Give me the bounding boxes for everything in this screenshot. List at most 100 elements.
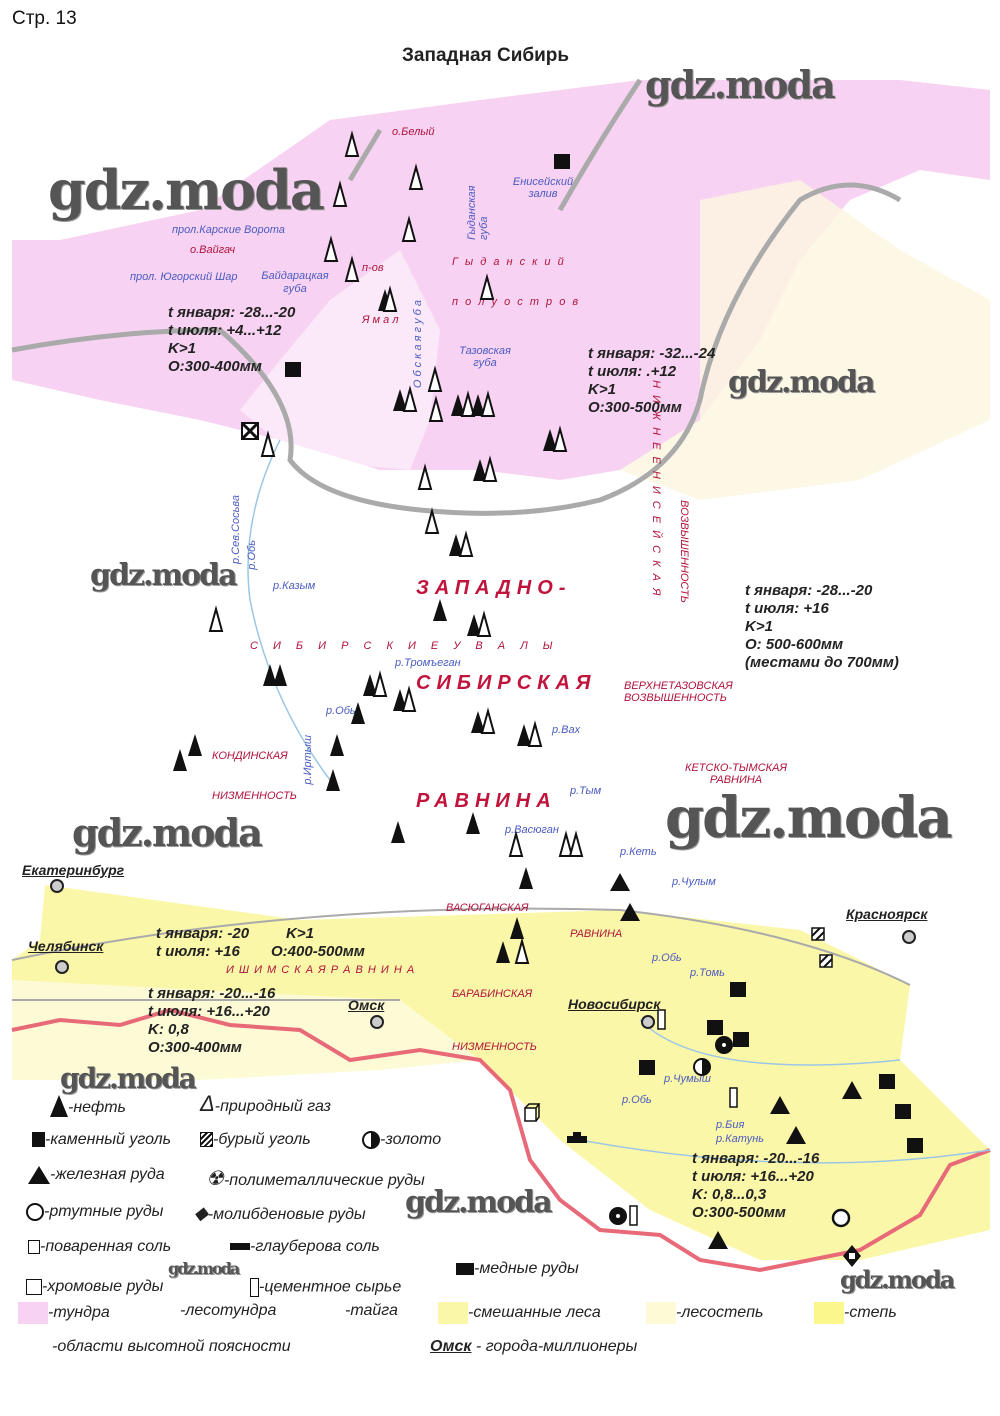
watermark: gdz.moda [72,810,263,855]
oil-icon [330,734,344,756]
gas-icon [568,830,584,857]
oil-icon [451,394,465,416]
label-biya: р.Бия [716,1119,745,1131]
label-beliy: о.Белый [392,126,435,138]
iron-ore-icon [786,1126,806,1144]
legend-taiga: -тайга [345,1302,398,1319]
watermark: gdz.moda [60,1062,197,1095]
zone-boundary [11,907,911,1001]
forest-steppe-swatch [646,1302,676,1324]
label-barabinskaya: БАРАБИНСКАЯ [452,988,533,1000]
gas-icon [344,130,360,157]
label-karskie: прол.Карские Ворота [172,224,285,236]
legend-million-cities: Омск - города-миллионеры [430,1338,638,1355]
gas-icon [424,507,440,534]
city-krasnoyarsk[interactable]: Красноярск [846,906,928,922]
glauber-salt-icon [567,1132,587,1143]
climate-precip: O:300-500мм [692,1204,786,1221]
label-irtysh: р.Иртыш [302,735,314,785]
climate-k: K>1 [745,618,773,635]
tundra-swatch [18,1302,48,1324]
label-zapadno: ЗАПАДНО- [416,577,572,599]
climate-precip: O:400-500мм [271,943,365,960]
watermark: gdz.moda [840,1265,955,1294]
climate-k: K>1 [286,925,314,942]
label-tazovskaya: Тазовская губа [459,345,511,369]
legend-chrome: -хромовые руды [26,1278,163,1296]
mercury-icon [831,1208,851,1228]
gas-icon: Δ [200,1091,215,1116]
climate-jan: t января: -28...-20 [745,582,873,599]
label-poluostrov: п о л у о с т р о в [452,296,581,308]
oil-icon [496,941,510,963]
mixed-forest-swatch [438,1302,468,1324]
gas-icon [458,530,474,557]
gas-icon [480,707,496,734]
label-nizmennost-2: НИЗМЕННОСТЬ [452,1041,537,1053]
gas-icon [332,180,348,207]
gas-icon [427,365,443,392]
oil-icon [50,1095,68,1117]
gold-icon [693,1058,711,1076]
city-chelyabinsk[interactable]: Челябинск [28,938,104,954]
label-yamal: Я м а л [362,314,399,326]
city-omsk[interactable]: Омск [348,997,385,1013]
climate-jul: t июля: +16 [156,943,240,960]
polymetal-icon [609,1207,627,1225]
legend-iron: -железная руда [28,1166,165,1184]
gold-icon [362,1131,380,1149]
climate-note: (местами до 700мм) [745,654,899,671]
cement-icon [629,1205,638,1226]
label-kondinskaya: КОНДИНСКАЯ [212,750,288,762]
copper-icon [456,1262,474,1275]
label-gydanskaya-guba: Гыданская губа [466,185,490,240]
oil-icon [391,821,405,843]
label-yugorsky: прол. Югорский Шар [130,271,238,283]
gas-icon [402,385,418,412]
iron-icon [28,1166,50,1184]
gas-icon [514,937,530,964]
gas-icon [260,430,276,457]
legend-coal: -каменный уголь [32,1131,171,1149]
label-uvaly: С И Б И Р С К И Е У В А Л Ы [250,640,559,652]
iron-ore-icon [708,1231,728,1249]
oil-icon [188,734,202,756]
label-sibirskaya: СИБИРСКАЯ [416,672,597,694]
page-number: Стр. 13 [12,8,77,29]
label-vasyuganskaya: ВАСЮГАНСКАЯ [446,902,529,914]
city-ekaterinburg[interactable]: Екатеринбург [22,862,125,878]
climate-jul: t июля: .+12 [588,363,677,380]
legend-brown-coal: -бурый уголь [200,1131,311,1149]
climate-jul: t июля: +4...+12 [168,322,282,339]
forest-steppe-zone [12,980,480,1080]
label-ob-3: р.Обь [652,952,682,964]
label-nizmennost-1: НИЗМЕННОСТЬ [212,790,297,802]
climate-jul: t июля: +16...+20 [148,1003,270,1020]
tundra-zone [12,80,990,480]
chrome-icon [26,1278,42,1295]
label-baydaratskaya: Байдарацкая губа [261,270,329,295]
oil-icon [326,769,340,791]
brown-coal-icon [811,927,825,941]
legend-glauber: -глауберова соль [230,1238,380,1256]
oil-icon [173,749,187,771]
city-novosibirsk[interactable]: Новосибирск [568,996,661,1012]
coal-icon [730,982,746,997]
label-katun: р.Катунь [716,1133,765,1145]
chrome-icon [240,421,260,441]
salt-icon [28,1239,40,1254]
label-kazym: р.Казым [273,580,316,592]
label-chumysh: р.Чумыш [664,1073,711,1085]
label-ketsko: КЕТСКО-ТЫМСКАЯ РАВНИНА [685,762,787,786]
legend-molybdenum: ◆-молибденовые руды [194,1203,366,1223]
climate-precip: O:300-500мм [588,399,682,416]
oil-icon [466,812,480,834]
state-border [11,1007,991,1273]
coal-icon [733,1032,749,1047]
gas-icon [508,830,524,857]
